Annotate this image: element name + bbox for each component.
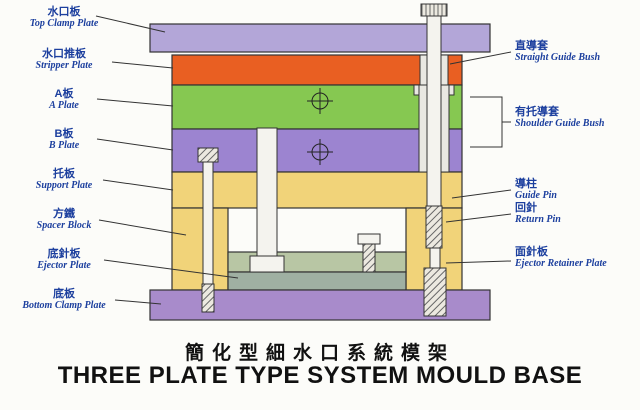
leader-shoulder-guide-bush-bracket [470,96,511,148]
leader-lines [95,15,512,305]
leader-guide-pin [451,189,512,199]
left-screw-shaft [202,161,214,289]
title-english: THREE PLATE TYPE SYSTEM MOULD BASE [57,362,583,389]
spacer-block-left [171,207,229,291]
center-pin-foot [249,255,285,273]
return-pin-head [357,233,381,245]
support-plate [171,171,463,209]
b-plate [171,128,463,173]
screw-hole-marks [307,88,333,165]
guide-pin-threaded-end [425,205,443,249]
guide-pin-assembly [413,3,455,249]
leader-spacer [98,219,187,236]
leader-support [102,179,174,191]
return-pin-part [357,233,381,273]
center-guide-pin [249,127,285,273]
leader-straight-guide-bush [449,51,512,65]
left-screw [197,147,219,313]
guide-pin-shaft [426,15,442,207]
left-screw-threaded-end [201,283,215,313]
stripper-plate [171,54,463,86]
leader-stripper [111,61,174,69]
leader-ejector-retainer [445,260,512,264]
guide-pin-head [420,3,448,17]
leader-return-pin [445,213,512,223]
leader-top-clamp [95,15,166,33]
return-pin-shaft [362,243,376,273]
leader-bottom-clamp [114,299,162,305]
support-screw-body [423,267,447,317]
ejector-plate [227,271,407,291]
leader-ejector-plate [103,259,239,279]
support-screw [423,247,447,317]
title-chinese: 簡化型細水口系統模架 [184,343,455,364]
center-pin-shaft [256,127,278,259]
leader-a-plate [96,98,174,107]
leader-b-plate [96,138,174,151]
support-screw-shaft [429,247,441,271]
left-screw-head [197,147,219,163]
